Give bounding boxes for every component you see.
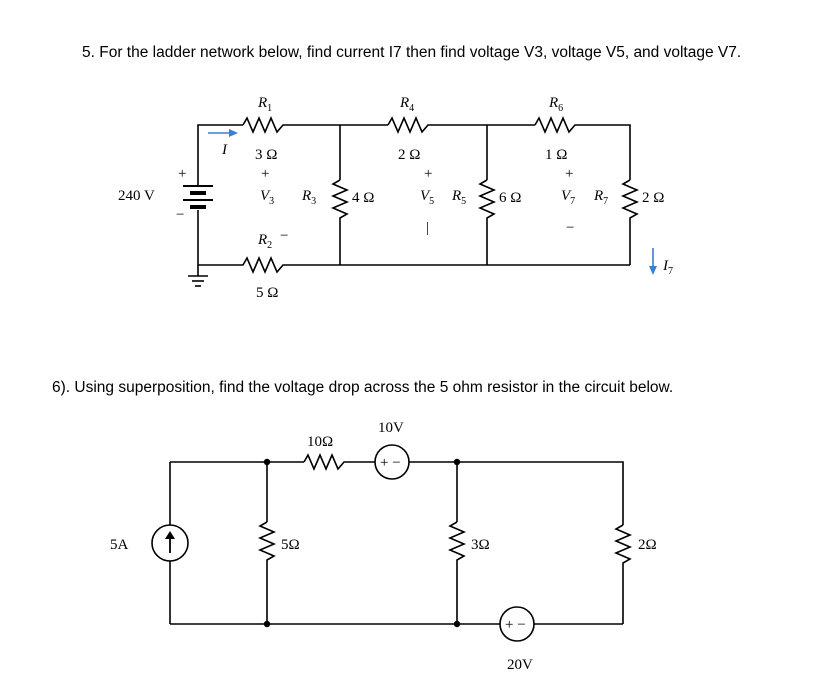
- source-minus-sign: −: [176, 207, 184, 223]
- ground-symbol: [188, 265, 208, 287]
- r1-name: R1: [257, 95, 272, 114]
- r7-value: 2 Ω: [642, 190, 664, 206]
- r4-value: 2 Ω: [398, 147, 420, 163]
- r10-label: 10Ω: [307, 434, 333, 450]
- r1-value: 3 Ω: [255, 147, 277, 163]
- r3-name: R3: [301, 188, 316, 207]
- current-i7-arrow: [649, 248, 657, 275]
- junction-dot: [453, 458, 461, 466]
- current-i-label: I: [221, 142, 228, 158]
- current-source-label: 5A: [110, 537, 129, 553]
- r3-resistor: [330, 179, 350, 265]
- i7-name: I7: [662, 258, 673, 277]
- r5-value: 6 Ω: [499, 190, 521, 206]
- r5-resistor: [477, 179, 497, 265]
- superposition-circuit: 5A 10Ω 10V + − 5Ω 3Ω 2Ω + − 20V: [110, 420, 657, 673]
- junction-dot: [453, 620, 461, 628]
- v7-plus-sign: +: [565, 166, 573, 182]
- r6-resistor: [534, 115, 583, 135]
- v10-label: 10V: [378, 420, 404, 436]
- r2-name: R2: [257, 232, 272, 251]
- source-voltage-label: 240 V: [118, 188, 155, 204]
- question-5-text: 5. For the ladder network below, find cu…: [82, 44, 742, 61]
- v20-label: 20V: [507, 657, 533, 673]
- r3-label: 3Ω: [471, 537, 490, 553]
- r6-value: 1 Ω: [545, 147, 567, 163]
- r2-resistor: [197, 210, 290, 275]
- r4-resistor: [387, 115, 436, 135]
- v10-polarity: + −: [380, 455, 401, 471]
- r5-vertical-resistor: [257, 521, 277, 624]
- ladder-network: 240 V + − I R1 3 Ω + V3 R3 4 Ω R2 − 5 Ω …: [118, 95, 673, 301]
- battery-symbol: [183, 185, 213, 209]
- r3-vertical-resistor: [447, 521, 467, 624]
- v5-name: V5: [420, 188, 434, 207]
- current-i-arrow: [208, 129, 238, 137]
- r4-name: R4: [399, 95, 414, 114]
- r5-name: R5: [451, 188, 466, 207]
- r6-name: R6: [548, 95, 563, 114]
- junction-dot: [263, 620, 271, 628]
- source-plus-sign: +: [178, 166, 186, 182]
- v5-plus-sign: +: [424, 166, 432, 182]
- r2-value: 5 Ω: [256, 285, 278, 301]
- v5-minus-sign: |: [426, 220, 429, 236]
- v7-minus-sign: −: [566, 220, 574, 236]
- junction-dot: [263, 458, 271, 466]
- r2-vertical-resistor: [613, 524, 633, 624]
- r2-label: 2Ω: [638, 537, 657, 553]
- r3-value: 4 Ω: [352, 190, 374, 206]
- v3-minus-sign: −: [280, 228, 288, 244]
- v3-name: V3: [260, 188, 274, 207]
- r7-resistor: [620, 179, 640, 265]
- r7-name: R7: [593, 188, 608, 207]
- v20-polarity: + −: [505, 617, 526, 633]
- v7-name: V7: [561, 188, 575, 207]
- r10-resistor: [303, 452, 375, 472]
- r1-resistor: [242, 115, 290, 135]
- r5-label: 5Ω: [281, 537, 300, 553]
- v3-plus-sign: +: [261, 166, 269, 182]
- current-source-5a: [151, 524, 189, 562]
- question-6-text: 6). Using superposition, find the voltag…: [52, 379, 674, 396]
